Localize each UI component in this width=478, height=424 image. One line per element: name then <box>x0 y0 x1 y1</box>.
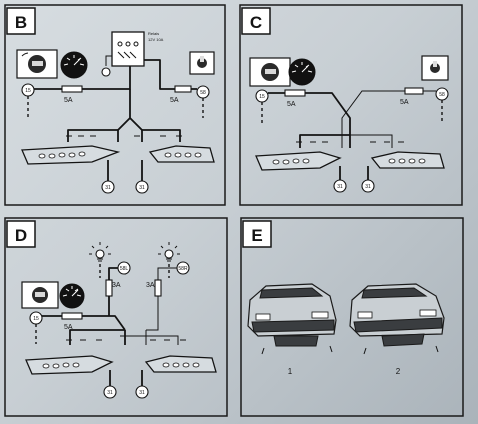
light-switch-icon <box>189 51 215 75</box>
ignition-switch-icon <box>21 281 59 309</box>
relay-label-1: Relais <box>148 31 159 36</box>
ignition-switch-icon <box>16 49 58 79</box>
svg-text:31: 31 <box>365 184 371 190</box>
ignition-switch-icon <box>249 57 291 87</box>
ground-icon <box>103 385 117 399</box>
svg-text:31: 31 <box>139 185 145 191</box>
lamp-bar-icon <box>255 151 342 171</box>
svg-text:31: 31 <box>337 184 343 190</box>
svg-text:5A: 5A <box>170 97 179 104</box>
car-front-icon <box>247 283 337 355</box>
svg-text:5A: 5A <box>64 97 73 104</box>
panel-letter: E <box>251 226 262 245</box>
svg-text:5A: 5A <box>400 99 409 106</box>
speedometer-icon <box>59 283 85 309</box>
light-switch-icon <box>421 55 449 81</box>
svg-text:31: 31 <box>139 390 145 396</box>
panel-letter-box <box>6 7 36 35</box>
ground-icon <box>135 180 149 194</box>
speedometer-icon <box>288 58 316 86</box>
lamp-bar-icon <box>370 151 445 169</box>
relay-label-2: 12V 10A <box>148 37 164 42</box>
fuse-5a-left <box>61 85 83 93</box>
svg-text:58L: 58L <box>120 266 129 272</box>
bulb-icon <box>158 242 180 262</box>
ground-icon <box>135 385 149 399</box>
svg-text:3A: 3A <box>146 282 155 289</box>
car-caption-1: 1 <box>288 367 293 376</box>
speedometer-icon <box>60 51 88 79</box>
svg-text:15: 15 <box>33 316 39 322</box>
car-caption-2: 2 <box>396 367 401 376</box>
svg-text:31: 31 <box>105 185 111 191</box>
panel-letter: D <box>15 226 27 245</box>
lamp-bar-icon <box>25 355 114 375</box>
lamp-bar-icon <box>148 145 215 163</box>
panel-letter: B <box>15 13 27 32</box>
bulb-icon <box>89 242 111 262</box>
svg-text:58: 58 <box>439 92 445 98</box>
panel-b: B Relais 12V 10A <box>4 4 226 206</box>
panel-c: C 15 58 5A 5A <box>239 4 463 206</box>
panel-e: E 1 2 <box>240 217 464 417</box>
svg-text:5A: 5A <box>287 101 296 108</box>
lamp-bar-icon <box>21 145 121 165</box>
car-front-icon <box>349 283 445 355</box>
svg-text:15: 15 <box>25 88 31 94</box>
fuse-5a-right <box>174 85 192 93</box>
panel-letter: C <box>250 13 262 32</box>
panel-d: D 58L 58R 15 5A 3A <box>4 217 228 417</box>
ground-icon <box>361 179 375 193</box>
svg-text:31: 31 <box>107 390 113 396</box>
svg-text:58: 58 <box>200 90 206 96</box>
lamp-bar-icon <box>144 355 217 373</box>
relay: Relais 12V 10A <box>111 31 164 67</box>
svg-text:58R: 58R <box>178 266 188 272</box>
ground-icon <box>101 180 115 194</box>
svg-text:5A: 5A <box>64 324 73 331</box>
svg-text:15: 15 <box>259 94 265 100</box>
svg-text:3A: 3A <box>112 282 121 289</box>
ground-icon <box>333 179 347 193</box>
